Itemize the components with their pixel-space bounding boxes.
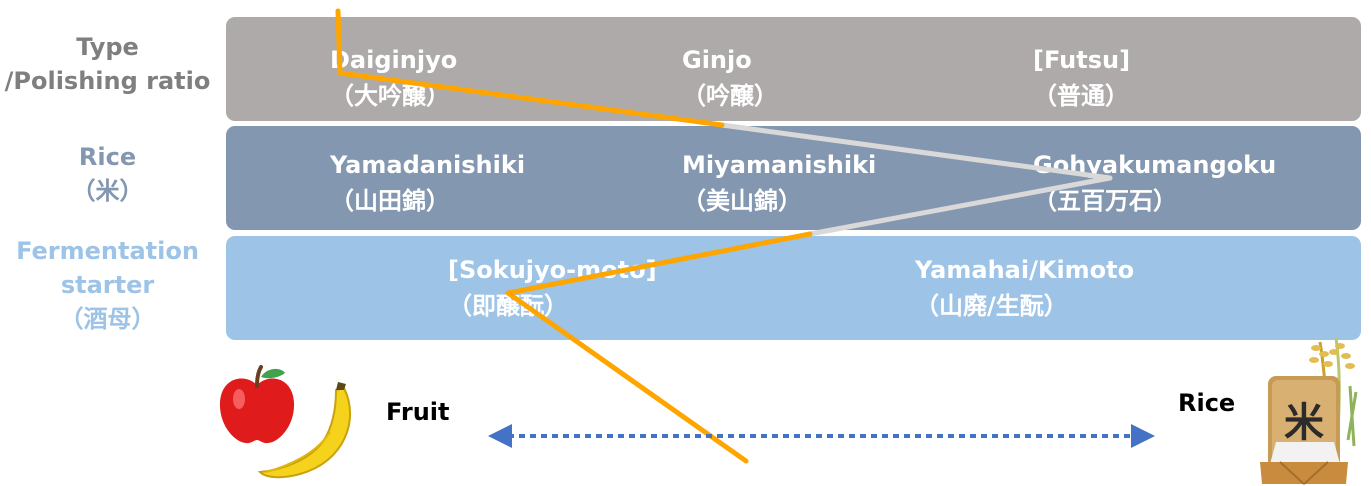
item-gohyakumangoku-kanji: （五百万石） [1033,187,1177,215]
item-futsu-kanji: （普通） [1033,82,1129,110]
row-label-starter-line-1: Fermentation [16,237,199,265]
arrow-right-head [1131,424,1155,448]
item-futsu: [Futsu] （普通） [1033,42,1130,114]
path-orange-bottom [505,231,813,464]
item-yamadanishiki-kanji: （山田錦） [330,187,450,215]
row-label-type-line-2: /Polishing ratio [4,67,211,95]
item-yamahai-kimoto: Yamahai/Kimoto （山廃/生酛） [915,252,1134,324]
item-miyamanishiki-name: Miyamanishiki [682,151,877,179]
item-miyamanishiki: Miyamanishiki （美山錦） [682,147,876,219]
item-miyamanishiki-kanji: （美山錦） [682,187,802,215]
fruit-rice-scale-arrow [488,424,1155,448]
apple-icon [219,365,295,444]
row-label-rice-line-1: Rice [78,143,137,171]
item-daiginjyo-name: Daiginjyo [330,46,458,74]
item-daiginjyo: Daiginjyo （大吟醸） [330,42,457,114]
scale-label-fruit: Fruit [386,398,450,426]
row-label-starter-line-3: （酒母） [59,305,156,333]
arrow-left-head [488,424,512,448]
row-label-type-line-1: Type [76,33,139,61]
item-yamahai-kimoto-name: Yamahai/Kimoto [915,256,1135,284]
band-type [226,17,1361,121]
banana-icon [257,382,352,479]
item-yamahai-kimoto-kanji: （山廃/生酛） [915,292,1068,320]
band-starter [226,236,1361,340]
rice-sack-icon: 米 [1260,337,1358,485]
row-label-rice: Rice （米） [0,140,215,208]
row-label-starter-line-2: starter [60,271,155,299]
path-orange-top [335,8,725,128]
item-futsu-name: [Futsu] [1033,46,1131,74]
row-label-starter: Fermentation starter （酒母） [0,234,215,336]
row-label-type: Type /Polishing ratio [0,30,215,98]
item-yamadanishiki: Yamadanishiki （山田錦） [330,147,525,219]
item-ginjo: Ginjo （吟醸） [682,42,778,114]
item-sokujyo-moto-kanji: （即醸酛） [448,292,568,320]
band-rice [226,126,1361,230]
path-gray-segment [719,122,1113,237]
scale-label-rice: Rice [1178,389,1236,417]
item-gohyakumangoku: Gohyakumangoku （五百万石） [1033,147,1276,219]
item-ginjo-name: Ginjo [682,46,752,74]
row-label-rice-line-2: （米） [71,177,144,205]
item-yamadanishiki-name: Yamadanishiki [330,151,526,179]
item-ginjo-kanji: （吟醸） [682,82,778,110]
rice-sack-kanji: 米 [1284,400,1324,446]
